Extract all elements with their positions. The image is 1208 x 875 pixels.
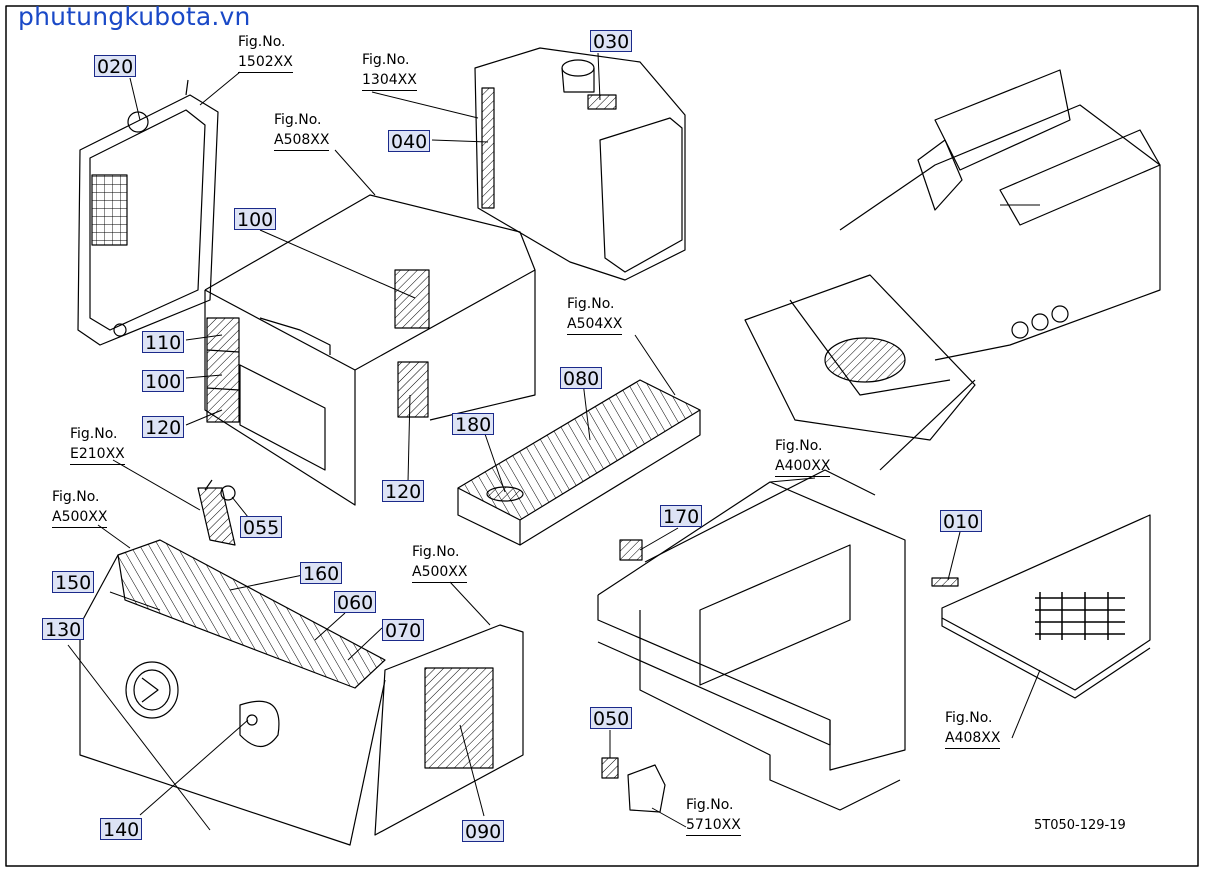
part-label-060[interactable]: 060 [334,591,377,614]
part-label-040[interactable]: 040 [388,130,431,153]
part-label-020[interactable]: 020 [94,55,137,78]
part-label-100-side[interactable]: 100 [142,370,185,393]
radiator [77,79,219,346]
part-label-120-bottom[interactable]: 120 [382,480,425,503]
chassis-frame [597,469,906,811]
sheet-border [5,5,1199,867]
part-label-070[interactable]: 070 [382,619,425,642]
fig-ref-e210[interactable]: Fig.No.E210XX [70,424,125,465]
combine-harvester [744,69,1161,471]
part-label-050[interactable]: 050 [590,707,633,730]
part-label-180[interactable]: 180 [452,413,495,436]
fig-ref-1304[interactable]: Fig.No.1304XX [362,50,417,91]
fig-ref-5710[interactable]: Fig.No.5710XX [686,795,741,836]
cab-frame [204,194,536,506]
part-label-080[interactable]: 080 [560,367,603,390]
front-panel [79,539,386,846]
part-label-160[interactable]: 160 [300,562,343,585]
part-label-010[interactable]: 010 [940,510,983,533]
shift-lever [197,479,236,546]
fig-ref-a508[interactable]: Fig.No.A508XX [274,110,330,151]
fig-ref-a500-right[interactable]: Fig.No.A500XX [412,542,468,583]
part-label-055[interactable]: 055 [240,516,283,539]
fuel-tank [474,47,686,281]
part-label-120-side[interactable]: 120 [142,416,185,439]
leader-lines [67,52,1041,831]
fig-ref-a504[interactable]: Fig.No.A504XX [567,294,623,335]
part-label-030[interactable]: 030 [590,30,633,53]
fig-ref-a500-left[interactable]: Fig.No.A500XX [52,487,108,528]
diagram-code: 5T050-129-19 [1034,818,1126,833]
part-label-150[interactable]: 150 [52,571,95,594]
fig-ref-1502[interactable]: Fig.No.1502XX [238,32,293,73]
part-label-170[interactable]: 170 [660,505,703,528]
side-panel [374,624,524,836]
floor-plate [457,379,701,546]
part-label-110[interactable]: 110 [142,331,185,354]
part-label-100-top[interactable]: 100 [234,208,277,231]
fig-ref-a400[interactable]: Fig.No.A400XX [775,436,831,477]
watermark: phutungkubota.vn [18,2,251,31]
bracket [601,757,666,813]
cover-plate [931,514,1151,699]
part-label-130[interactable]: 130 [42,618,85,641]
part-label-090[interactable]: 090 [462,820,505,843]
fig-ref-a408[interactable]: Fig.No.A408XX [945,708,1001,749]
part-label-140[interactable]: 140 [100,818,143,841]
